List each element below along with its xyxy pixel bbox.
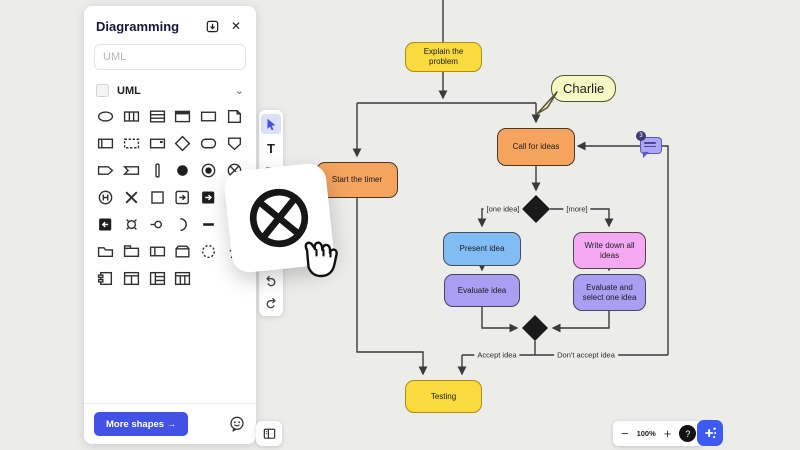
more-shapes-button[interactable]: More shapes → xyxy=(94,412,189,436)
tabbed-folder-shape-icon[interactable] xyxy=(122,242,140,260)
grabbing-hand-cursor-icon xyxy=(304,241,338,278)
collaborator-name-tag: Charlie xyxy=(551,75,617,102)
edge-label-accept-idea: Accept idea xyxy=(474,350,520,360)
uml-section-checkbox[interactable] xyxy=(96,84,109,97)
node-call-for-ideas[interactable]: Call for ideas xyxy=(497,128,575,166)
diamond-shape-icon[interactable] xyxy=(174,134,192,152)
diagramming-panel: Diagramming ✕ UML ⌄ More shapes → xyxy=(84,6,256,444)
edge-label-dont-accept-idea: Don't accept idea xyxy=(554,350,618,360)
collaborator-cursor-icon xyxy=(536,91,558,115)
select-tool[interactable] xyxy=(261,114,281,134)
uml-section-header[interactable]: UML ⌄ xyxy=(84,78,256,101)
tagged-rect-shape-icon[interactable] xyxy=(97,134,115,152)
node-explain-the-problem[interactable]: Explain the problem xyxy=(405,42,482,72)
receive-signal-shape-icon[interactable] xyxy=(122,161,140,179)
ellipse-shape-icon[interactable] xyxy=(97,107,115,125)
text-tool[interactable]: T xyxy=(267,140,275,156)
shield-shape-icon[interactable] xyxy=(225,134,243,152)
redo-button[interactable] xyxy=(261,292,281,312)
rectangle-shape-icon[interactable] xyxy=(199,107,217,125)
assistant-sparkle-icon xyxy=(705,427,717,439)
title-bar-rect-shape-icon[interactable] xyxy=(174,107,192,125)
redo-icon xyxy=(266,297,276,309)
filled-circle-shape-icon[interactable] xyxy=(174,161,192,179)
frames-panel-button[interactable] xyxy=(256,421,282,446)
history-state-shape-icon[interactable] xyxy=(97,188,115,206)
close-icon[interactable]: ✕ xyxy=(230,19,242,33)
lifeline-shape-icon[interactable] xyxy=(148,161,166,179)
edge-label-one-idea: [one idea] xyxy=(483,204,523,214)
bar-shape-icon[interactable] xyxy=(199,215,217,233)
help-button[interactable]: ? xyxy=(679,425,697,442)
ring-circle-shape-icon[interactable] xyxy=(199,161,217,179)
zoom-in-button[interactable]: + xyxy=(663,426,672,441)
shape-grid xyxy=(84,101,256,293)
component-shape-icon[interactable] xyxy=(97,269,115,287)
node-evaluate-idea[interactable]: Evaluate idea xyxy=(444,274,520,307)
panel-title: Diagramming xyxy=(96,18,180,34)
square-shape-icon[interactable] xyxy=(148,188,166,206)
circle-cross-shape-icon xyxy=(249,188,309,248)
package-shape-icon[interactable] xyxy=(174,242,192,260)
assistant-button[interactable] xyxy=(697,420,723,446)
cursor-arrow-icon xyxy=(267,118,276,131)
entry-point-shape-icon[interactable] xyxy=(174,188,192,206)
horizontal-rows-shape-icon[interactable] xyxy=(148,107,166,125)
required-interface-shape-icon[interactable] xyxy=(174,215,192,233)
dashed-circle-shape-icon[interactable] xyxy=(199,242,217,260)
node-evaluate-and-select-one-idea[interactable]: Evaluate and select one idea xyxy=(573,274,646,311)
dragged-shape-card[interactable] xyxy=(222,161,336,275)
vertical-partition-shape-icon[interactable] xyxy=(122,107,140,125)
feedback-smiley-icon[interactable] xyxy=(228,415,246,433)
edge-label-more: [more] xyxy=(563,204,591,214)
object-rect-shape-icon[interactable] xyxy=(148,134,166,152)
note-shape-icon[interactable] xyxy=(225,107,243,125)
decision-diamond xyxy=(522,195,550,223)
zoom-out-button[interactable]: − xyxy=(621,426,629,441)
install-shapes-icon[interactable] xyxy=(204,18,220,34)
zoom-level[interactable]: 100% xyxy=(636,429,656,438)
node-write-down-all-ideas[interactable]: Write down all ideas xyxy=(573,232,646,269)
undo-button[interactable] xyxy=(261,270,281,290)
search-input[interactable] xyxy=(94,44,246,70)
cross-shape-icon[interactable] xyxy=(122,188,140,206)
zoom-controls: − 100% + ? xyxy=(613,421,705,446)
node-start-the-timer[interactable]: Start the timer xyxy=(316,162,398,198)
list-table-shape-icon[interactable] xyxy=(148,269,166,287)
comment-count-badge: 3 xyxy=(636,131,646,141)
node-present-idea[interactable]: Present idea xyxy=(443,232,521,266)
signal-shape-icon[interactable] xyxy=(97,161,115,179)
provided-interface-shape-icon[interactable] xyxy=(122,215,140,233)
chevron-down-icon[interactable]: ⌄ xyxy=(234,85,244,97)
folder-shape-icon[interactable] xyxy=(97,242,115,260)
node-testing[interactable]: Testing xyxy=(405,380,482,413)
port-shape-icon[interactable] xyxy=(148,215,166,233)
split-rect-shape-icon[interactable] xyxy=(148,242,166,260)
exit-point-shape-icon[interactable] xyxy=(199,188,217,206)
dashed-rect-shape-icon[interactable] xyxy=(122,134,140,152)
exit-left-shape-icon[interactable] xyxy=(97,215,115,233)
rounded-rect-shape-icon[interactable] xyxy=(199,134,217,152)
merge-diamond xyxy=(522,315,548,341)
column-table-shape-icon[interactable] xyxy=(122,269,140,287)
undo-icon xyxy=(266,275,276,287)
frames-panel-icon xyxy=(263,428,275,439)
comment-thread-icon[interactable]: 3 xyxy=(636,131,663,159)
uml-section-label: UML xyxy=(117,84,141,97)
grid-table-shape-icon[interactable] xyxy=(174,269,192,287)
